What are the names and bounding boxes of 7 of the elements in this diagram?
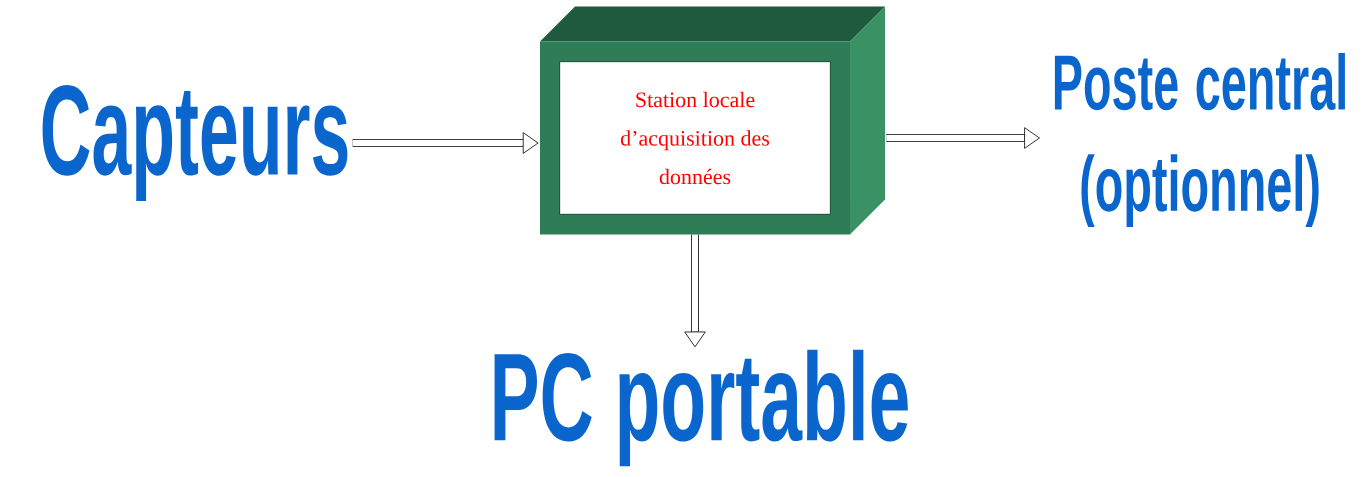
block-arrow bbox=[684, 234, 706, 348]
station-box-drawing: Station locale d’acquisition des données bbox=[540, 6, 885, 235]
heading-text: Poste central (optionnel) bbox=[1054, 52, 1345, 228]
heading-text: PC portable bbox=[494, 349, 908, 467]
block-arrow bbox=[352, 132, 539, 154]
block-arrow bbox=[886, 127, 1040, 149]
heading-text: Capteurs bbox=[42, 85, 348, 201]
